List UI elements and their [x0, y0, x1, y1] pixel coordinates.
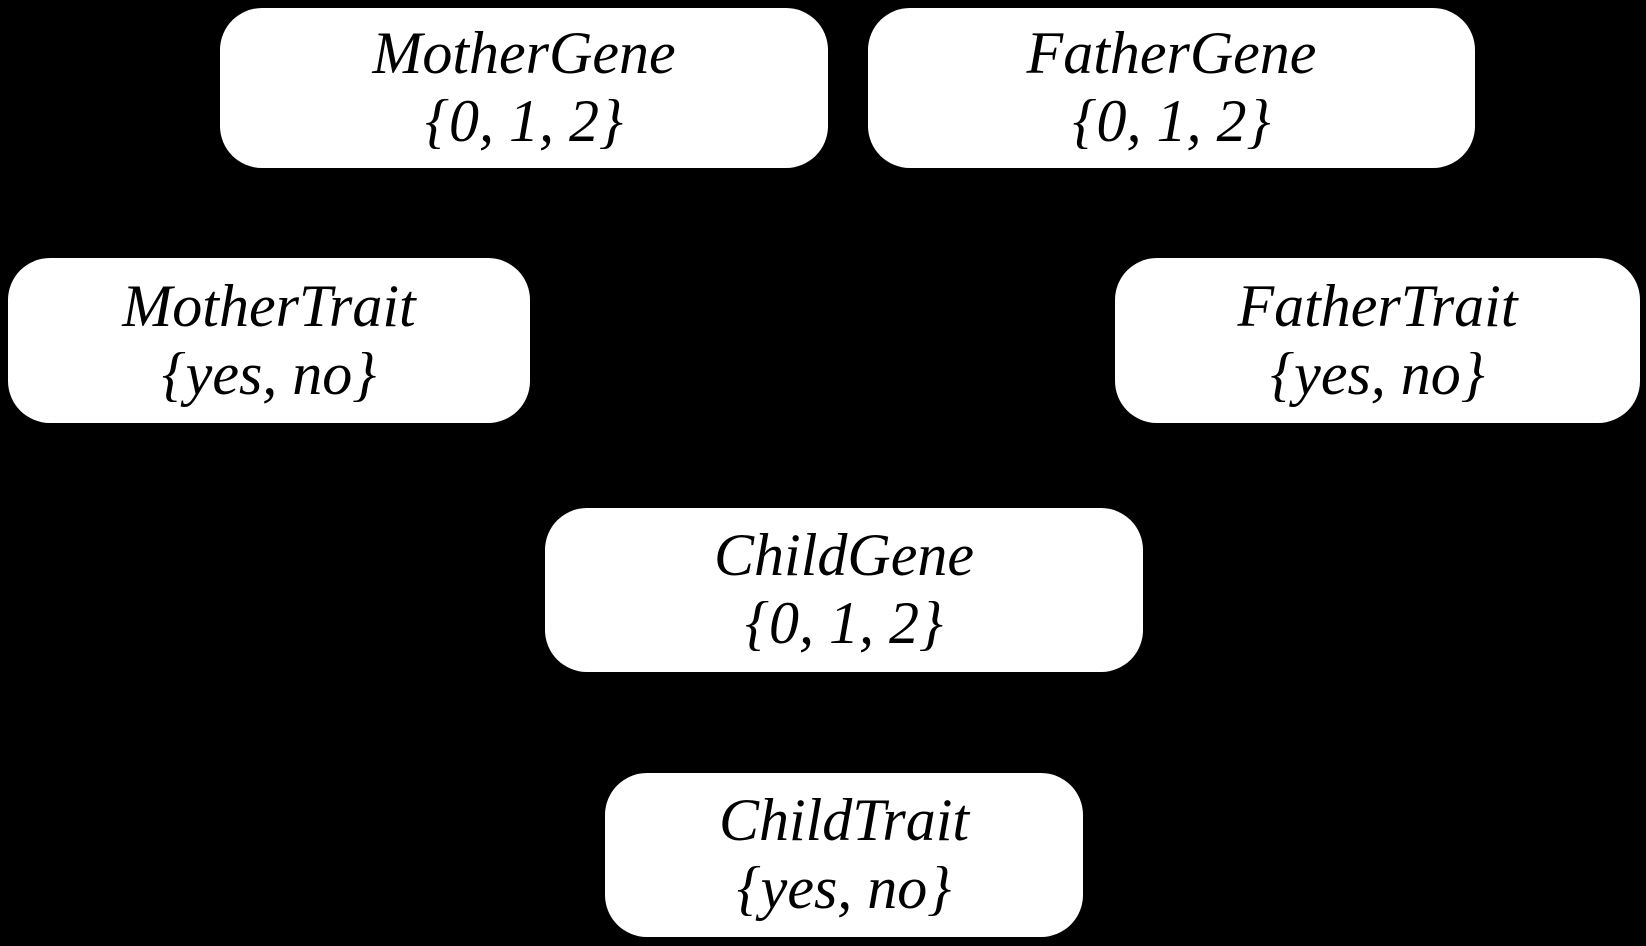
node-child-trait: ChildTrait{yes, no} — [605, 773, 1083, 937]
node-child-gene-values: {0, 1, 2} — [745, 590, 943, 656]
node-mother-gene-label: MotherGene — [372, 20, 676, 87]
node-mother-trait-label: MotherTrait — [122, 272, 416, 339]
node-mother-gene-values: {0, 1, 2} — [425, 88, 623, 154]
node-father-trait: FatherTrait{yes, no} — [1115, 258, 1640, 423]
node-father-trait-label: FatherTrait — [1237, 272, 1518, 339]
node-child-trait-label: ChildTrait — [718, 787, 970, 854]
node-father-trait-values: {yes, no} — [1270, 340, 1485, 407]
node-father-gene-label: FatherGene — [1026, 20, 1317, 87]
node-child-gene-label: ChildGene — [714, 522, 974, 589]
node-father-gene: FatherGene{0, 1, 2} — [868, 8, 1475, 168]
node-father-gene-values: {0, 1, 2} — [1072, 88, 1271, 154]
node-mother-trait-values: {yes, no} — [161, 340, 377, 407]
node-child-trait-values: {yes, no} — [736, 855, 952, 921]
node-mother-gene: MotherGene{0, 1, 2} — [220, 8, 828, 168]
node-mother-trait: MotherTrait{yes, no} — [8, 258, 530, 423]
node-child-gene: ChildGene{0, 1, 2} — [545, 508, 1143, 672]
